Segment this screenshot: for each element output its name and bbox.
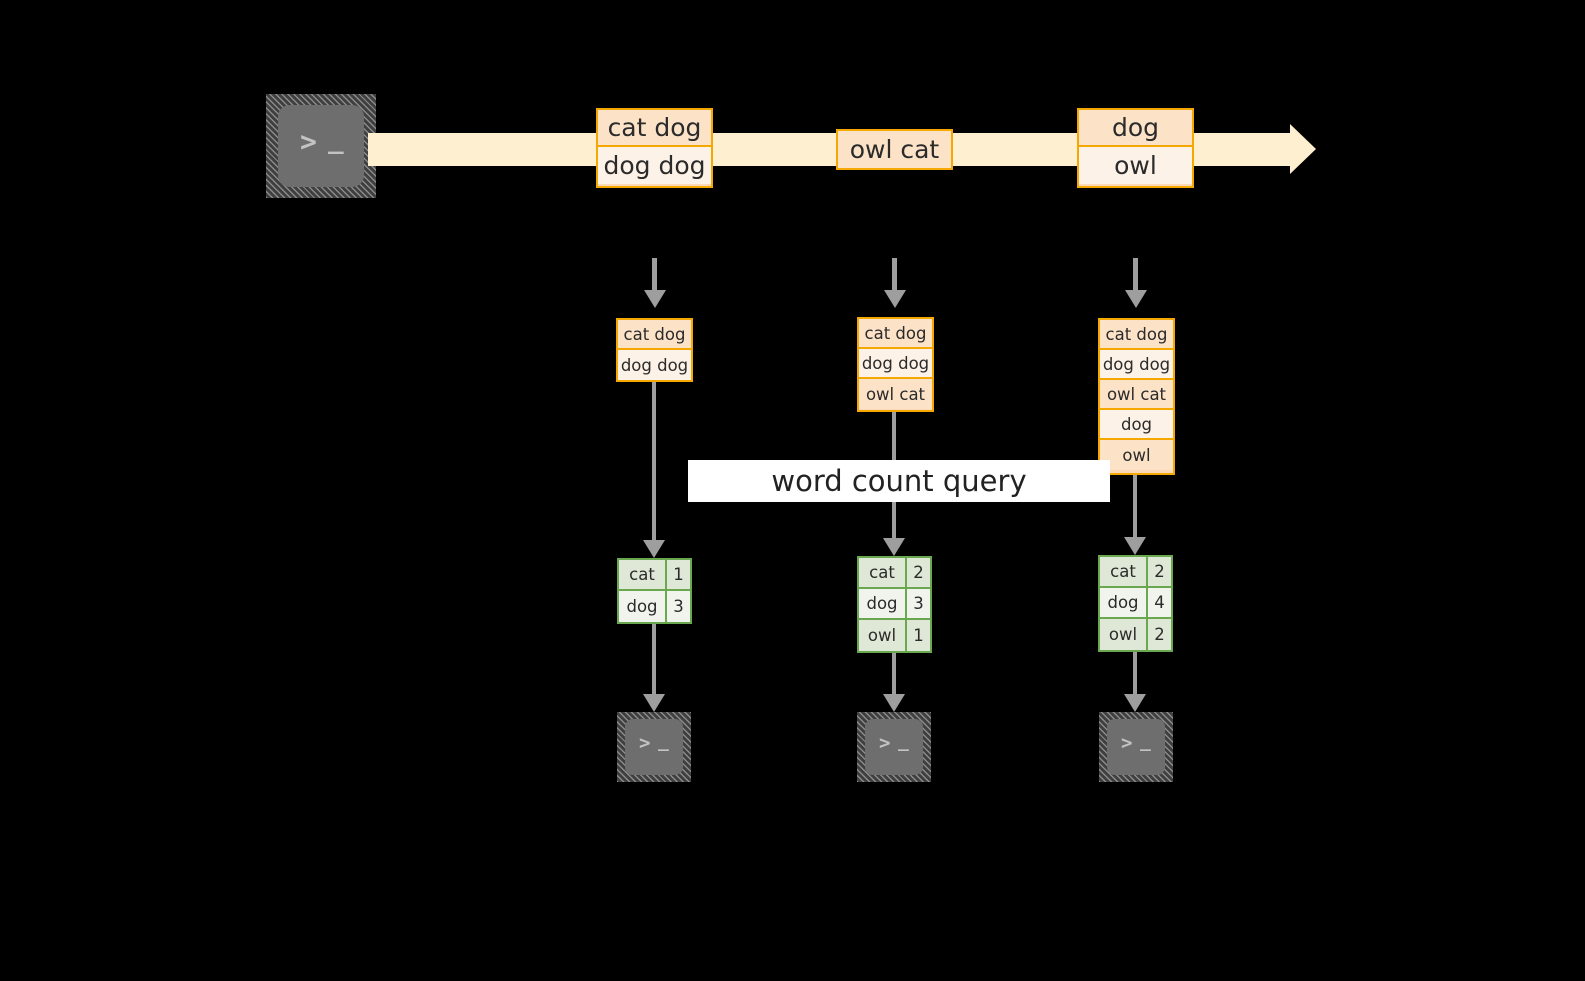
terminal-prompt-glyph: > <box>639 732 652 754</box>
result-word: dog <box>1100 588 1148 617</box>
result-count: 3 <box>667 591 690 622</box>
terminal-body <box>278 105 364 187</box>
batch-input-line: dog <box>1100 410 1173 440</box>
result-word: owl <box>859 620 907 651</box>
sink-terminal-icon-2[interactable]: > _ <box>857 712 931 782</box>
stream-record-1[interactable]: cat dog dog dog <box>596 108 713 188</box>
result-count: 2 <box>1148 557 1171 586</box>
batch-input-line: dog dog <box>859 349 932 379</box>
result-count: 2 <box>907 558 930 587</box>
batch-input-line: owl cat <box>1100 380 1173 410</box>
result-count: 1 <box>907 620 930 651</box>
result-word: dog <box>859 589 907 618</box>
sink-terminal-icon-3[interactable]: > _ <box>1099 712 1173 782</box>
batch-input-line: cat dog <box>1100 320 1173 350</box>
terminal-cursor-glyph: _ <box>898 731 910 752</box>
batch-input-line: cat dog <box>618 320 691 350</box>
terminal-body <box>1107 719 1165 775</box>
batch-input-line: cat dog <box>859 319 932 349</box>
batch-sink-arrowhead-2 <box>883 694 905 712</box>
batch-query-arrowhead-1 <box>643 540 665 558</box>
batch-result-table-3[interactable]: cat 2 dog 4 owl 2 <box>1098 555 1173 652</box>
table-row: cat 2 <box>1100 557 1171 588</box>
stream-record-line: cat dog <box>598 110 711 147</box>
batch-input-box-2[interactable]: cat dog dog dog owl cat <box>857 317 934 412</box>
batch-sink-connector-1 <box>652 624 656 702</box>
result-count: 2 <box>1148 619 1171 650</box>
batch-input-line: owl <box>1100 440 1173 470</box>
batch-feed-dash-2 <box>892 258 897 292</box>
batch-sink-connector-3 <box>1133 652 1137 702</box>
batch-feed-arrowhead-3 <box>1125 290 1147 308</box>
batch-feed-arrowhead-2 <box>884 290 906 308</box>
batch-input-line: dog dog <box>1100 350 1173 380</box>
batch-feed-dash-1 <box>652 258 657 292</box>
table-row: owl 1 <box>859 620 930 651</box>
batch-input-line: dog dog <box>618 350 691 380</box>
batch-result-table-1[interactable]: cat 1 dog 3 <box>617 558 692 624</box>
batch-query-arrowhead-3 <box>1124 537 1146 555</box>
batch-sink-arrowhead-1 <box>643 694 665 712</box>
stream-record-2[interactable]: owl cat <box>836 129 953 170</box>
batch-result-table-2[interactable]: cat 2 dog 3 owl 1 <box>857 556 932 653</box>
table-row: dog 3 <box>859 589 930 620</box>
terminal-cursor-glyph: _ <box>658 731 670 752</box>
terminal-body <box>625 719 683 775</box>
batch-input-line: owl cat <box>859 379 932 409</box>
result-count: 3 <box>907 589 930 618</box>
table-row: owl 2 <box>1100 619 1171 650</box>
result-word: cat <box>859 558 907 587</box>
batch-query-connector-1 <box>652 382 656 548</box>
batch-input-box-1[interactable]: cat dog dog dog <box>616 318 693 382</box>
terminal-body <box>865 719 923 775</box>
result-word: cat <box>619 560 667 589</box>
terminal-cursor-glyph: _ <box>328 125 346 155</box>
terminal-prompt-glyph: > <box>1121 732 1134 754</box>
terminal-prompt-glyph: > <box>300 125 319 158</box>
stream-record-line: dog <box>1079 110 1192 147</box>
stream-record-line: owl <box>1079 147 1192 184</box>
batch-feed-arrowhead-1 <box>644 290 666 308</box>
batch-input-box-3[interactable]: cat dog dog dog owl cat dog owl <box>1098 318 1175 475</box>
table-row: dog 3 <box>619 591 690 622</box>
terminal-cursor-glyph: _ <box>1140 731 1152 752</box>
query-label: word count query <box>688 460 1110 502</box>
stream-record-3[interactable]: dog owl <box>1077 108 1194 188</box>
result-word: dog <box>619 591 667 622</box>
result-word: cat <box>1100 557 1148 586</box>
terminal-prompt-glyph: > <box>879 732 892 754</box>
table-row: dog 4 <box>1100 588 1171 619</box>
source-terminal-icon[interactable]: > _ <box>266 94 376 198</box>
batch-feed-dash-3 <box>1133 258 1138 292</box>
stream-arrow-head <box>1290 124 1316 174</box>
table-row: cat 2 <box>859 558 930 589</box>
stream-record-line: owl cat <box>838 131 951 168</box>
batch-sink-connector-2 <box>892 653 896 702</box>
stream-record-line: dog dog <box>598 147 711 184</box>
table-row: cat 1 <box>619 560 690 591</box>
sink-terminal-icon-1[interactable]: > _ <box>617 712 691 782</box>
batch-query-connector-3 <box>1133 475 1137 545</box>
result-count: 4 <box>1148 588 1171 617</box>
batch-query-arrowhead-2 <box>883 538 905 556</box>
result-count: 1 <box>667 560 690 589</box>
batch-sink-arrowhead-3 <box>1124 694 1146 712</box>
result-word: owl <box>1100 619 1148 650</box>
